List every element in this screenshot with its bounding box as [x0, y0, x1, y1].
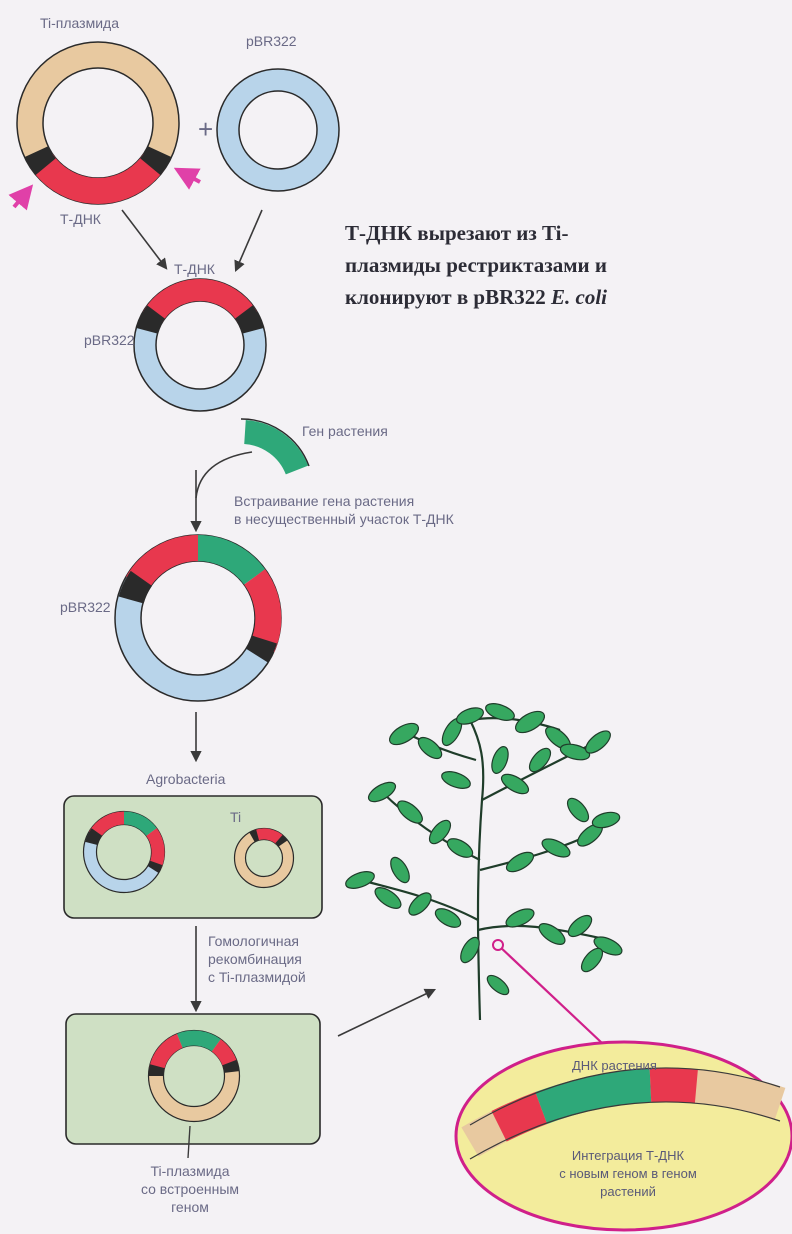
pointer-line-ti: [187, 1125, 191, 1159]
cell-ti-plasmid: [233, 827, 295, 889]
insertion-label-1: Встраивание гена растения: [234, 493, 414, 509]
pbr322-label-recomb: pBR322: [60, 599, 111, 615]
arrow-to-plant: [337, 988, 437, 1037]
ti-final-label-3: геном: [171, 1199, 209, 1215]
ti-final-label-2: со встроенным: [141, 1181, 239, 1197]
arrow-gene-curve: [195, 451, 253, 499]
homologous-label-1: Гомологичная: [208, 933, 299, 949]
arrow-pbr322-down: [234, 209, 263, 273]
caption-line-2: плазмиды рестриктазами и: [345, 253, 607, 277]
zoom-pointer-line: [497, 944, 621, 1061]
cut-site-arrow-left: [8, 184, 34, 211]
ti-plasmid-label: Ti-плазмида: [40, 15, 119, 31]
plant-gene-fragment: [240, 418, 310, 475]
svg-text:клонируют в pBR322 E. coli: клонируют в pBR322 E. coli: [345, 285, 607, 309]
pbr322-with-t-dna: [133, 278, 267, 412]
t-dna-border-right: [140, 145, 172, 175]
pbr322-plasmid-top: [216, 68, 340, 192]
zoom-pointer-dot: [492, 939, 504, 951]
cell-pbr322-recombinant: [82, 810, 166, 894]
plant-dna-label: ДНК растения: [572, 1058, 657, 1073]
ti-final-label-1: Ti-плазмида: [150, 1163, 229, 1179]
plant-illustration: [345, 703, 623, 1021]
t-dna-label: Т-ДНК: [60, 211, 102, 227]
caption-line-3: клонируют в pBR322: [345, 285, 551, 309]
ti-plasmid-large: [16, 41, 180, 205]
t-dna-border-left: [24, 145, 56, 175]
ti-small-label: Ti: [230, 809, 241, 825]
recombinant-ti-plasmid: [147, 1029, 241, 1123]
caption-line-1: Т-ДНК вырезают из Ti-: [345, 221, 569, 245]
pbr322-recombinant: [114, 534, 282, 702]
caption-species: E. coli: [550, 285, 607, 309]
agrobacteria-label: Agrobacteria: [146, 771, 226, 787]
plant-dna-strand: [461, 1067, 786, 1160]
pbr322-label-mid: pBR322: [84, 332, 135, 348]
arrow-tdna-down: [121, 209, 168, 270]
plant-gene-label: Ген растения: [302, 423, 388, 439]
integration-label-2: с новым геном в геном: [559, 1166, 697, 1181]
insertion-label-2: в несущественный участок Т-ДНК: [234, 511, 455, 527]
t-dna-merge-label: Т-ДНК: [174, 261, 216, 277]
cut-site-arrow-right: [173, 167, 201, 190]
homologous-label-3: с Ti-плазмидой: [208, 969, 306, 985]
plus-sign: +: [198, 114, 213, 144]
integration-label-1: Интеграция Т-ДНК: [572, 1148, 685, 1163]
homologous-label-2: рекомбинация: [208, 951, 302, 967]
t-dna-segment: [30, 153, 166, 204]
recombinant-cell: [65, 1013, 321, 1145]
pbr322-label-top: pBR322: [246, 33, 297, 49]
integration-label-3: растений: [600, 1184, 656, 1199]
